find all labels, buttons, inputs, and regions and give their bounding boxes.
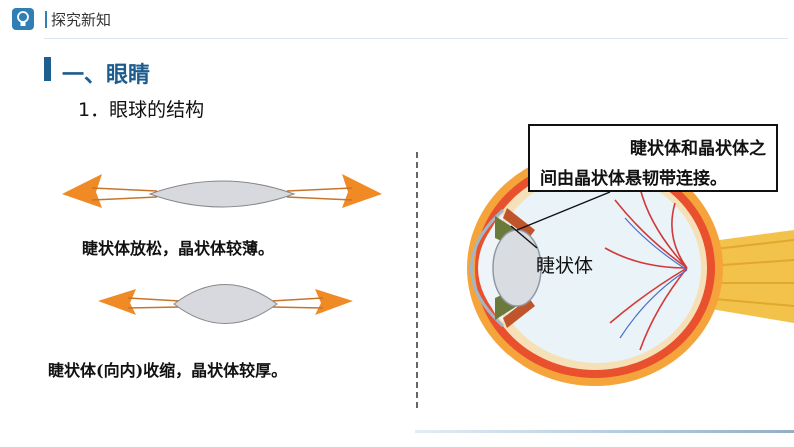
eyeball-diagram (467, 150, 794, 386)
header-divider (44, 38, 788, 39)
heading-marker (44, 57, 51, 81)
relaxed-caption: 睫状体放松，晶状体较薄。 (82, 239, 275, 258)
dashed-divider (416, 152, 418, 408)
callout-line-1: 睫状体和晶状体之 (630, 139, 766, 159)
thick-lens-illustration (98, 284, 353, 324)
callout-box: 睫状体和晶状体之 间由晶状体悬韧带连接。 (528, 124, 778, 192)
thin-lens-illustration (62, 174, 382, 208)
bottom-accent-bar (415, 430, 794, 433)
contracted-caption: 睫状体(向内)收缩，晶状体较厚。 (48, 361, 288, 380)
callout-line-2: 间由晶状体悬韧带连接。 (540, 169, 727, 189)
section-label: 探究新知 (51, 11, 112, 29)
subheading: 1．眼球的结构 (78, 99, 205, 121)
ciliary-body-label: 睫状体 (536, 255, 594, 277)
title-separator (45, 11, 47, 28)
page-heading: 一、眼睛 (62, 63, 151, 88)
lightbulb-icon (12, 8, 34, 30)
top-bar: 探究新知 (0, 0, 794, 42)
